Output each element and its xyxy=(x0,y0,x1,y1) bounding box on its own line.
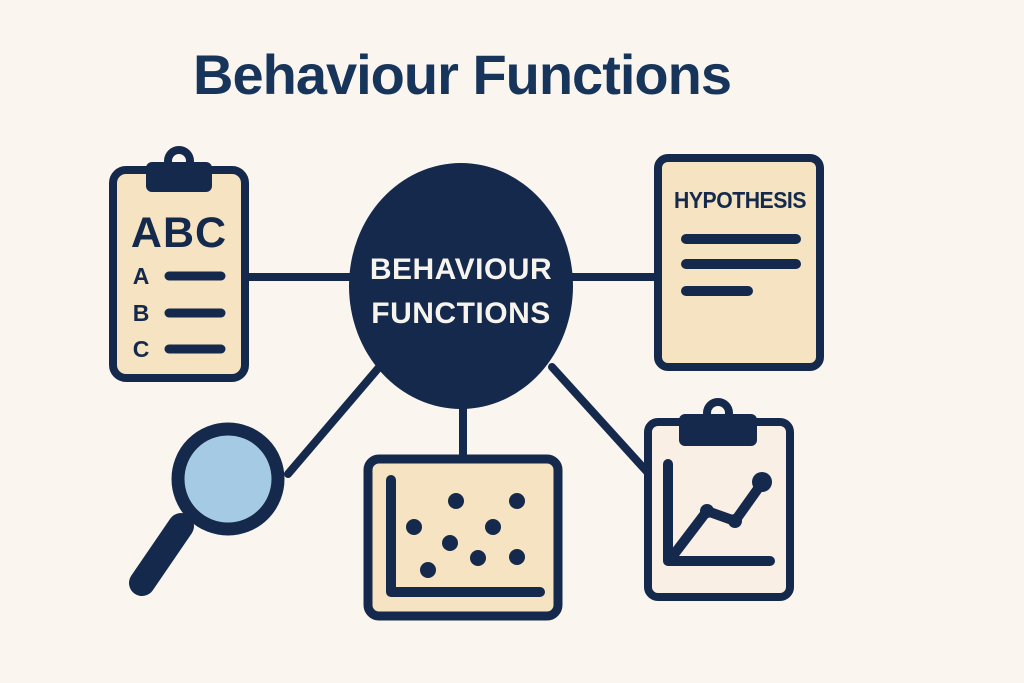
abc-heading: ABC xyxy=(131,209,227,257)
scatter-dots xyxy=(406,493,525,578)
scatter-chart-icon xyxy=(363,454,563,621)
trend-dots xyxy=(700,472,772,528)
connector-lines xyxy=(242,273,664,478)
connector-lower-right xyxy=(548,363,653,478)
central-ellipse xyxy=(349,163,573,409)
abc-row-c-label: C xyxy=(133,336,150,362)
hypothesis-heading: HYPOTHESIS xyxy=(674,187,806,213)
trend-line xyxy=(667,478,767,562)
magnifier-icon xyxy=(129,422,285,596)
clipboard-clip xyxy=(146,162,212,192)
trend-clipboard-icon xyxy=(644,398,794,601)
clipboard-clip xyxy=(679,414,757,446)
connector-lower-left xyxy=(284,361,385,478)
central-node: BEHAVIOUR FUNCTIONS xyxy=(349,163,573,409)
abc-clipboard-icon: ABC A B C xyxy=(109,146,249,382)
abc-row-a-label: A xyxy=(133,263,150,289)
magnifier-handle xyxy=(129,513,194,596)
central-node-line1: BEHAVIOUR xyxy=(370,253,552,286)
magnifier-lens xyxy=(171,422,285,536)
abc-row-b-label: B xyxy=(133,300,150,326)
page-title: Behaviour Functions xyxy=(193,43,732,106)
central-node-line2: FUNCTIONS xyxy=(371,297,551,330)
trend-axes xyxy=(663,459,775,566)
hypothesis-document-icon: HYPOTHESIS xyxy=(654,154,824,371)
scatter-axes xyxy=(386,475,545,597)
